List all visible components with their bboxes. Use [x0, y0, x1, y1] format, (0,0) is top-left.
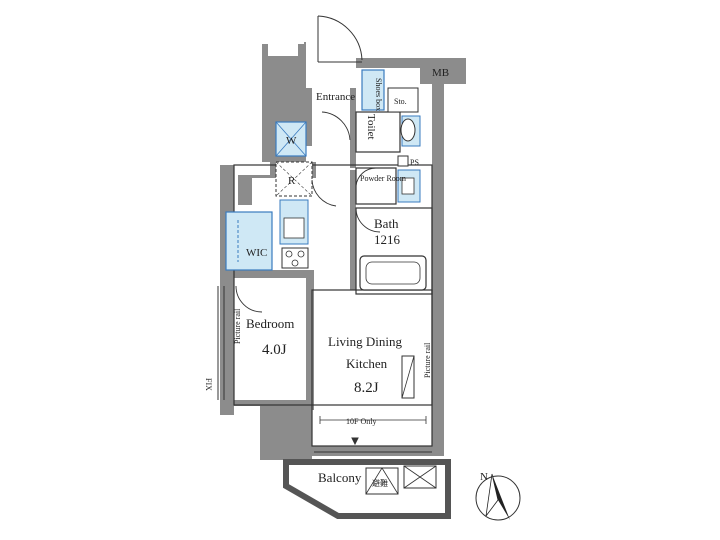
stove [281, 247, 309, 269]
window-sash [314, 437, 432, 453]
ldk-line1-label: Living Dining [328, 334, 403, 349]
bedroom-window [217, 286, 225, 400]
mb-label: MB [432, 67, 449, 79]
walls [220, 42, 466, 519]
bath-size-label: 1216 [374, 232, 401, 247]
powder-room-label: Powder Room [360, 174, 407, 183]
wic-storage [225, 211, 273, 271]
evacuation-hatch [365, 467, 399, 495]
sto-label: Sto. [394, 97, 407, 106]
evac-hatch-label: 避難 [372, 478, 388, 488]
interior-doors [235, 111, 381, 313]
10f-dimension-line [319, 416, 427, 424]
bedroom-label: Bedroom [246, 316, 294, 331]
outdoor-unit [403, 465, 437, 489]
bathtub [359, 255, 427, 291]
fix-label: FIX [204, 378, 213, 391]
ldk-column [401, 355, 415, 399]
bedroom-size-label: 4.0J [262, 342, 287, 358]
kitchen-sink [279, 199, 309, 245]
toilet-label: Toilet [365, 114, 377, 140]
ps-shaft [397, 155, 409, 167]
picture-rail-right-label: Picture rail [423, 342, 432, 378]
north-label: N [480, 471, 488, 483]
picture-rail-left-label: Picture rail [233, 308, 242, 344]
ps-label: PS [410, 158, 419, 167]
entrance-label: Entrance [316, 91, 355, 103]
shoes-box [361, 69, 385, 111]
refrigerator-space [275, 161, 313, 197]
entrance-door [317, 15, 363, 63]
washer-space [275, 121, 307, 157]
ldk-size-label: 8.2J [354, 380, 379, 396]
w-label: W [286, 135, 297, 147]
ldk-line2-label: Kitchen [346, 356, 388, 371]
powder-room-text: Powder Room [360, 174, 407, 183]
north-arrow-icon: N [475, 471, 521, 521]
10f-only-label: 10F Only [346, 417, 376, 426]
powder-room-sink [397, 169, 421, 203]
shoes-box-label: Shoes box [374, 78, 383, 111]
balcony-label: Balcony [318, 470, 362, 485]
r-label: R [288, 175, 296, 187]
bath-label: Bath [374, 216, 399, 231]
storage-sto [387, 87, 419, 113]
toilet-fixture [400, 115, 421, 147]
wic-label: WIC [246, 247, 267, 259]
